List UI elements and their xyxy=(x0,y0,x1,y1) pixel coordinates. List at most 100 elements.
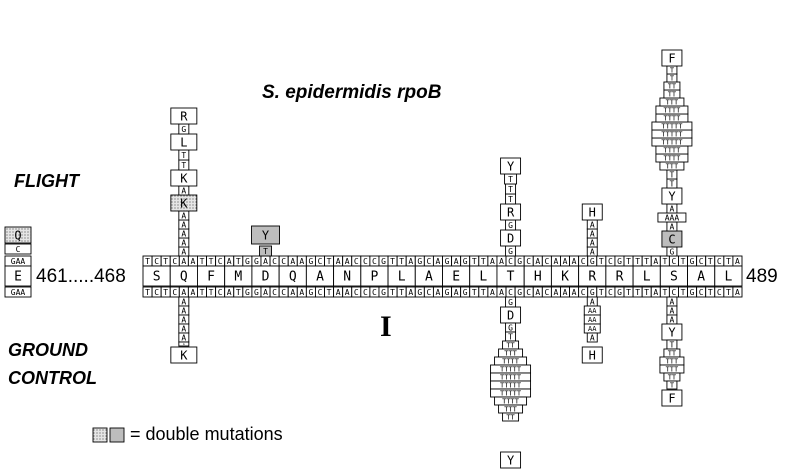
bottom-dna-base: A xyxy=(535,288,540,297)
top-dna-base: A xyxy=(490,257,495,266)
flight-double-aa: Y xyxy=(262,228,270,242)
flight-t-blob: TTT xyxy=(666,99,679,107)
top-dna-base: G xyxy=(463,257,468,266)
bottom-dna-base: T xyxy=(481,288,486,297)
ground-base: A xyxy=(670,315,675,324)
bottom-dna-base: T xyxy=(662,288,667,297)
ground-t-blob: TTT xyxy=(666,366,679,374)
top-dna-base: T xyxy=(390,257,395,266)
bottom-dna-base: T xyxy=(726,288,731,297)
top-dna-base: G xyxy=(590,257,595,266)
pos461-bot-codon-box xyxy=(4,286,32,298)
flight-base: T xyxy=(508,175,513,184)
top-dna-base: A xyxy=(454,257,459,266)
top-dna-base: T xyxy=(644,257,649,266)
ground-base: G xyxy=(508,298,513,307)
top-dna-base: G xyxy=(308,257,313,266)
bottom-dna-base: C xyxy=(526,288,531,297)
top-dna-base: A xyxy=(191,257,196,266)
top-dna-base: G xyxy=(517,257,522,266)
top-dna-base: C xyxy=(581,257,586,266)
top-dna-base: A xyxy=(735,257,740,266)
ground-base: A xyxy=(181,306,186,315)
flight-base: A xyxy=(670,222,675,231)
pos461-aa-box xyxy=(4,265,32,287)
top-dna-base: C xyxy=(608,257,613,266)
flight-base: T xyxy=(670,179,675,188)
top-dna-base: G xyxy=(690,257,695,266)
bottom-dna-base: G xyxy=(617,288,622,297)
top-dna-base: A xyxy=(227,257,232,266)
top-dna-base: T xyxy=(681,257,686,266)
flight-aa-box xyxy=(581,203,603,221)
ground-t-blob: TTTTT xyxy=(500,390,522,398)
flight-base: T xyxy=(670,75,675,83)
bottom-dna-base: C xyxy=(318,288,323,297)
flight-double-aa: K xyxy=(180,196,188,210)
flight-base: T xyxy=(181,151,186,160)
ground-aa-box xyxy=(170,346,198,364)
right-position-number: 489 xyxy=(746,266,778,287)
bottom-dna-base: C xyxy=(363,288,368,297)
bottom-dna-base: A xyxy=(735,288,740,297)
flight-double-aa-box xyxy=(251,225,280,245)
top-dna-base: A xyxy=(436,257,441,266)
bottom-dna-base: A xyxy=(554,288,559,297)
top-dna-base: C xyxy=(281,257,286,266)
top-dna-base: T xyxy=(726,257,731,266)
top-dna-base: C xyxy=(172,257,177,266)
ground-base: A xyxy=(181,324,186,333)
bottom-dna-base: A xyxy=(499,288,504,297)
ground-base: T xyxy=(508,332,513,341)
bottom-dna-base: A xyxy=(436,288,441,297)
amino-acid: L xyxy=(398,270,406,285)
top-dna-base: A xyxy=(563,257,568,266)
amino-acid: T xyxy=(507,270,515,285)
top-dna-base: G xyxy=(617,257,622,266)
left-position-range: 461.....468 xyxy=(36,266,126,287)
amino-acid: S xyxy=(670,270,678,285)
amino-acid: R xyxy=(588,270,596,285)
flight-t-blob: TTTT xyxy=(664,147,682,155)
bottom-dna-base: G xyxy=(690,288,695,297)
top-dna-base: C xyxy=(699,257,704,266)
top-dna-base: T xyxy=(327,257,332,266)
flight-aa: D xyxy=(507,231,514,245)
top-dna-base: C xyxy=(672,257,677,266)
ground-t-blob: TTTT xyxy=(502,358,520,366)
flight-base: A xyxy=(590,220,595,229)
flight-t-blob: TTTT xyxy=(664,155,682,163)
ground-aa: D xyxy=(507,308,514,322)
ground-base-box xyxy=(666,380,678,390)
flight-base: G xyxy=(181,125,186,134)
flight-label: FLIGHT xyxy=(14,171,79,191)
bottom-dna-base: A xyxy=(345,288,350,297)
top-dna-base: T xyxy=(708,257,713,266)
pos461-codon: GAA xyxy=(11,257,26,266)
bottom-dna-base: G xyxy=(381,288,386,297)
top-dna-base: A xyxy=(499,257,504,266)
bottom-dna-base: T xyxy=(163,288,168,297)
flight-aa-box xyxy=(500,157,522,175)
amino-acid: D xyxy=(262,270,270,285)
amino-acid: L xyxy=(724,270,732,285)
ground-base: T xyxy=(670,382,675,390)
bottom-dna-base-box xyxy=(732,286,743,298)
bottom-dna-base: T xyxy=(145,288,150,297)
bottom-dna-base: G xyxy=(417,288,422,297)
top-dna-base: A xyxy=(290,257,295,266)
top-dna-base: G xyxy=(245,257,250,266)
amino-acid: N xyxy=(343,270,351,285)
bottom-dna-base: T xyxy=(644,288,649,297)
ground-base: A xyxy=(670,297,675,306)
flight-aa: L xyxy=(180,135,187,149)
flight-t-blob: TT xyxy=(668,83,677,91)
bottom-dna-base: T xyxy=(681,288,686,297)
ground-base: A xyxy=(590,297,595,306)
ground-control-label: GROUND CONTROL xyxy=(8,340,97,388)
flight-aa: Y xyxy=(507,159,515,173)
ground-t-blob: TTT xyxy=(504,350,517,358)
flight-t-blob: TTTT xyxy=(664,115,682,123)
bottom-dna-base: T xyxy=(472,288,477,297)
ground-base: A xyxy=(181,333,186,342)
